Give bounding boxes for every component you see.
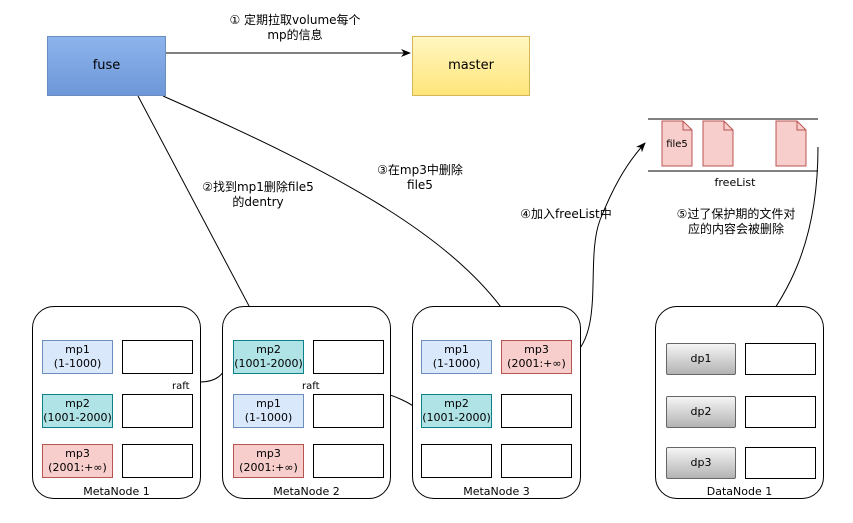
partition-name: mp1 [65,343,90,356]
partition-range: (1001-2000) [422,411,491,424]
empty-slot [745,343,816,375]
partition-mp1: mp1(1-1000) [42,340,113,374]
step1-line2: mp的信息 [267,28,323,42]
step5-line2: 应的内容会被删除 [687,222,784,236]
arrow-mp3-to-freelist [571,142,646,358]
partition-range: (2001:+∞) [239,461,298,474]
metanode-title: MetaNode 3 [463,485,530,498]
partition-dp1: dp1 [666,343,736,375]
empty-slot [313,340,384,374]
file5-label: file5 [666,139,688,150]
partition-range: (1-1000) [53,357,102,370]
raft-label: raft [172,381,190,392]
arrow-fuse-to-mp3 [162,95,523,341]
fuse-node: fuse [47,36,166,96]
partition-name: dp1 [690,352,712,365]
empty-slot [501,444,572,478]
empty-slot [745,447,816,479]
file-icon-1 [661,120,693,167]
step2-label: ②找到mp1删除file5 的dentry [183,180,333,210]
datanode-title: DataNode 1 [706,485,773,498]
step3-line1: ③在mp3中删除 [377,163,463,177]
partition-range: (1-1000) [432,357,481,370]
partition-dp3: dp3 [666,447,736,479]
empty-slot [122,394,193,428]
partition-range: (1-1000) [244,411,293,424]
metanode-title: MetaNode 2 [273,485,340,498]
step3-label: ③在mp3中删除 file5 [360,163,480,193]
step2-line2: 的dentry [232,195,284,209]
master-node: master [412,36,530,96]
empty-slot [313,394,384,428]
step1-label: ① 定期拉取volume每个 mp的信息 [212,13,378,43]
step3-line2: file5 [407,178,433,192]
empty-slot [745,396,816,428]
partition-range: (1001-2000) [43,411,112,424]
step5-label: ⑤过了保护期的文件对 应的内容会被删除 [654,207,818,237]
partition-name: mp2 [256,343,281,356]
freelist-label: freeList [714,176,756,189]
empty-slot [501,394,572,428]
master-label: master [448,58,494,73]
partition-mp2: mp2(1001-2000) [233,340,304,374]
metanode-title: MetaNode 1 [83,485,150,498]
partition-mp1: mp1(1-1000) [233,394,304,428]
file-icon-2 [702,120,734,167]
partition-mp3: mp3(2001:+∞) [42,444,113,478]
partition-name: mp3 [524,343,549,356]
step5-line1: ⑤过了保护期的文件对 [676,207,796,221]
partition-name: mp2 [444,397,469,410]
partition-name: mp3 [256,447,281,460]
partition-name: dp2 [690,405,712,418]
partition-range: (2001:+∞) [507,357,566,370]
partition-mp2: mp2(1001-2000) [421,394,492,428]
empty-slot [122,444,193,478]
partition-range: (1001-2000) [234,357,303,370]
partition-mp1: mp1(1-1000) [421,340,492,374]
partition-name: dp3 [690,456,712,469]
partition-name: mp1 [444,343,469,356]
step4-label: ④加入freeList中 [506,207,626,222]
empty-slot [313,444,384,478]
partition-mp2: mp2(1001-2000) [42,394,113,428]
empty-slot [122,340,193,374]
partition-name: mp1 [256,397,281,410]
step4-line1: ④加入freeList中 [520,207,612,221]
step2-line1: ②找到mp1删除file5 [202,180,314,194]
fuse-label: fuse [92,58,121,73]
raft-label: raft [302,381,320,392]
step1-line1: ① 定期拉取volume每个 [229,13,361,27]
partition-dp2: dp2 [666,396,736,428]
arrow-fuse-to-mp2 [137,95,268,341]
partition-mp3: mp3(2001:+∞) [233,444,304,478]
partition-name: mp3 [65,447,90,460]
empty-slot [421,444,492,478]
file-icon-3 [775,120,807,167]
partition-name: mp2 [65,397,90,410]
partition-range: (2001:+∞) [48,461,107,474]
partition-mp3: mp3(2001:+∞) [501,340,572,374]
